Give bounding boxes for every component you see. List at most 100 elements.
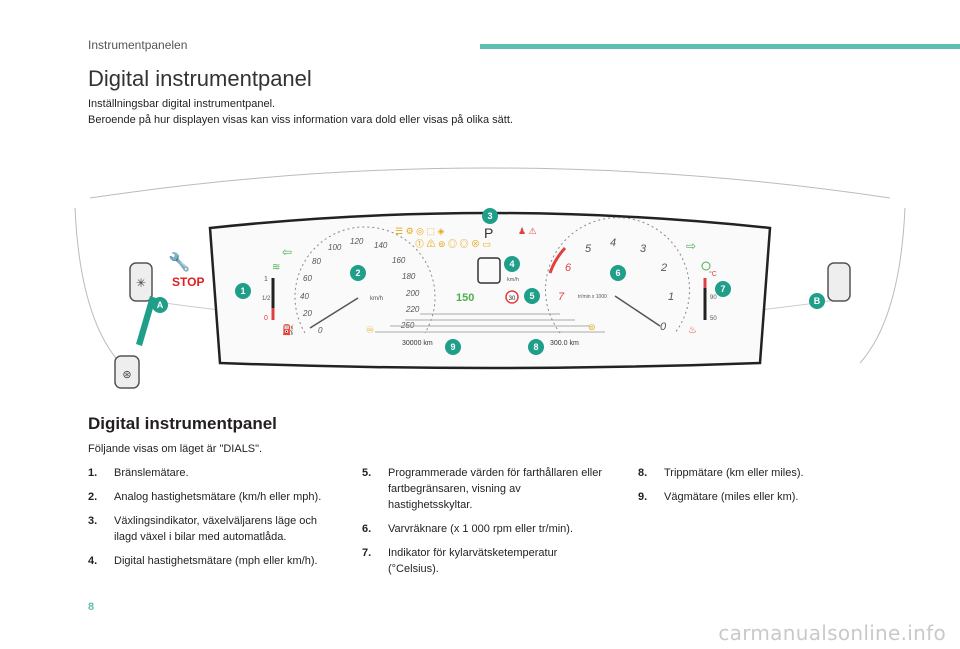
legend-text: Indikator för kylarvätsketemperatur (°Ce… bbox=[388, 547, 558, 575]
legend-text: Vägmätare (miles eller km). bbox=[664, 491, 799, 503]
legend-text: Växlingsindikator, växelväljarens läge o… bbox=[114, 515, 318, 543]
lights-icon: ≋ bbox=[272, 262, 280, 273]
glow-plug-icon: ♾ bbox=[366, 325, 374, 335]
legend-number: 8. bbox=[638, 467, 648, 479]
lower-left-control bbox=[114, 355, 140, 389]
legend-number: 1. bbox=[88, 467, 98, 479]
stalk-light-icon: ✳ bbox=[136, 276, 146, 290]
legend-text: Bränslemätare. bbox=[114, 467, 189, 479]
speed-tick: 40 bbox=[300, 292, 309, 301]
header-accent-bar bbox=[480, 44, 960, 49]
speed-unit: km/h bbox=[370, 296, 383, 302]
fuel-gauge: 1 1/2 0 ⛽ bbox=[262, 276, 294, 336]
gear-indicator: P bbox=[484, 225, 493, 241]
warning-lamp-strip: ☰ ⚙ ◎ ⬚ ◈ ⓵ ⚠ ⊚ ◎ ◎ ⊗ ▭ ♟ ⚠ bbox=[395, 226, 537, 249]
speed-tick: 160 bbox=[392, 256, 406, 265]
odometer-reading: 30000 km bbox=[402, 340, 433, 347]
section-label: Instrumentpanelen bbox=[88, 38, 188, 52]
speed-tick: 0 bbox=[318, 326, 323, 335]
legend-text: Analog hastighetsmätare (km/h eller mph)… bbox=[114, 491, 322, 503]
right-stalk bbox=[827, 262, 851, 302]
speed-tick: 20 bbox=[302, 309, 312, 318]
callout-8: 8 bbox=[533, 342, 538, 352]
legend-column-2: 5. Programmerade värden för farthållaren … bbox=[362, 465, 607, 585]
parking-brake-icon: ⊜ bbox=[588, 322, 596, 332]
left-stalk bbox=[129, 262, 153, 302]
auto-lights-icon bbox=[701, 261, 711, 271]
legend-item: 6. Varvräknare (x 1 000 rpm eller tr/min)… bbox=[362, 521, 607, 537]
speed-tick: 200 bbox=[405, 289, 420, 298]
speed-tick: 140 bbox=[374, 241, 388, 250]
legend-number: 5. bbox=[362, 467, 372, 479]
legend-item: 7. Indikator för kylarvätsketemperatur (°… bbox=[362, 545, 607, 577]
cluster-screen bbox=[208, 211, 772, 370]
tachometer: 0 1 2 3 4 5 6 7 tr/min x 1000 bbox=[545, 217, 690, 334]
legend-item: 2. Analog hastighetsmätare (km/h eller mp… bbox=[88, 489, 338, 505]
legend-number: 6. bbox=[362, 523, 372, 535]
speed-tick: 80 bbox=[312, 257, 321, 266]
speed-tick: 100 bbox=[328, 243, 342, 252]
temp-tick: °C bbox=[709, 270, 717, 278]
callout-a: A bbox=[157, 300, 164, 310]
temp-tick: 50 bbox=[710, 316, 717, 322]
rpm-tick: 6 bbox=[565, 262, 572, 274]
legend-text: Digital hastighetsmätare (mph eller km/h… bbox=[114, 555, 318, 567]
callout-b: B bbox=[814, 296, 821, 306]
legend-column-3: 8. Trippmätare (km eller miles). 9. Vägmät… bbox=[638, 465, 868, 513]
callout-2: 2 bbox=[355, 268, 360, 278]
callout-3: 3 bbox=[487, 211, 492, 221]
paddle-a-pointer bbox=[136, 296, 156, 346]
legend-number: 9. bbox=[638, 491, 648, 503]
callout-5: 5 bbox=[529, 291, 534, 301]
speed-limit-sign bbox=[505, 290, 519, 304]
intro-line-2: Beroende på hur displayen visas kan viss… bbox=[88, 114, 513, 126]
intro-line-1: Inställningsbar digital instrumentpanel. bbox=[88, 98, 276, 110]
turn-right-icon: ⇨ bbox=[686, 239, 696, 253]
speed-tick: 60 bbox=[303, 274, 312, 283]
warning-lamps-row-2: ⓵ ⚠ ⊚ ◎ ◎ ⊗ ▭ bbox=[415, 239, 491, 249]
callouts: 1 2 3 4 5 6 7 8 9 A B bbox=[152, 208, 825, 355]
rpm-tick: 2 bbox=[660, 262, 667, 274]
speed-tick: 180 bbox=[402, 272, 416, 281]
fuel-tick: 0 bbox=[264, 315, 268, 322]
legend-text: Programmerade värden för farthållaren el… bbox=[388, 467, 602, 511]
legend-number: 2. bbox=[88, 491, 98, 503]
instrument-cluster-illustration: ✳ ⊛ 0 20 40 60 80 100 120 140 160 180 20… bbox=[74, 167, 906, 389]
dashboard-outline-top bbox=[89, 167, 891, 199]
rpm-tick: 4 bbox=[610, 237, 616, 249]
callout-9: 9 bbox=[450, 342, 455, 352]
rpm-tick: 1 bbox=[668, 291, 674, 303]
fuel-tick: 1/2 bbox=[262, 296, 271, 302]
legend-text: Varvräknare (x 1 000 rpm eller tr/min). bbox=[388, 523, 574, 535]
legend-item: 5. Programmerade värden för farthållaren … bbox=[362, 465, 607, 513]
legend-item: 3. Växlingsindikator, växelväljarens läge… bbox=[88, 513, 338, 545]
callout-4: 4 bbox=[509, 259, 514, 269]
temp-tick: 90 bbox=[710, 295, 717, 301]
page-title: Digital instrumentpanel bbox=[88, 66, 312, 91]
legend-text: Trippmätare (km eller miles). bbox=[664, 467, 804, 479]
turn-left-icon: ⇦ bbox=[282, 245, 292, 259]
legend-column-1: 1. Bränslemätare. 2. Analog hastighetsmäta… bbox=[88, 465, 338, 577]
legend-item: 9. Vägmätare (miles eller km). bbox=[638, 489, 868, 505]
legend-number: 7. bbox=[362, 547, 372, 559]
rpm-tick: 5 bbox=[585, 243, 592, 255]
digital-speed-box bbox=[477, 257, 501, 284]
digital-speed-unit: km/h bbox=[507, 277, 519, 283]
page-number: 8 bbox=[88, 601, 95, 613]
callout-7: 7 bbox=[720, 284, 725, 294]
rpm-unit: tr/min x 1000 bbox=[578, 294, 607, 300]
speed-limit-value: 30 bbox=[509, 296, 516, 302]
fuel-tick: 1 bbox=[264, 276, 268, 283]
steering-wheel-icon: ⊛ bbox=[122, 369, 131, 381]
legend-number: 4. bbox=[88, 555, 98, 567]
speed-needle bbox=[309, 297, 359, 329]
legend-item: 4. Digital hastighetsmätare (mph eller km… bbox=[88, 553, 338, 569]
service-wrench-icon: 🔧 bbox=[168, 251, 190, 272]
watermark: carmanualsonline.info bbox=[718, 621, 946, 645]
legend-item: 8. Trippmätare (km eller miles). bbox=[638, 465, 868, 481]
legend-number: 3. bbox=[88, 515, 98, 527]
dashboard-outline-right bbox=[859, 207, 906, 364]
dashboard-outline-left bbox=[74, 207, 121, 364]
fuel-pump-icon: ⛽ bbox=[282, 323, 294, 336]
legend-item: 1. Bränslemätare. bbox=[88, 465, 338, 481]
